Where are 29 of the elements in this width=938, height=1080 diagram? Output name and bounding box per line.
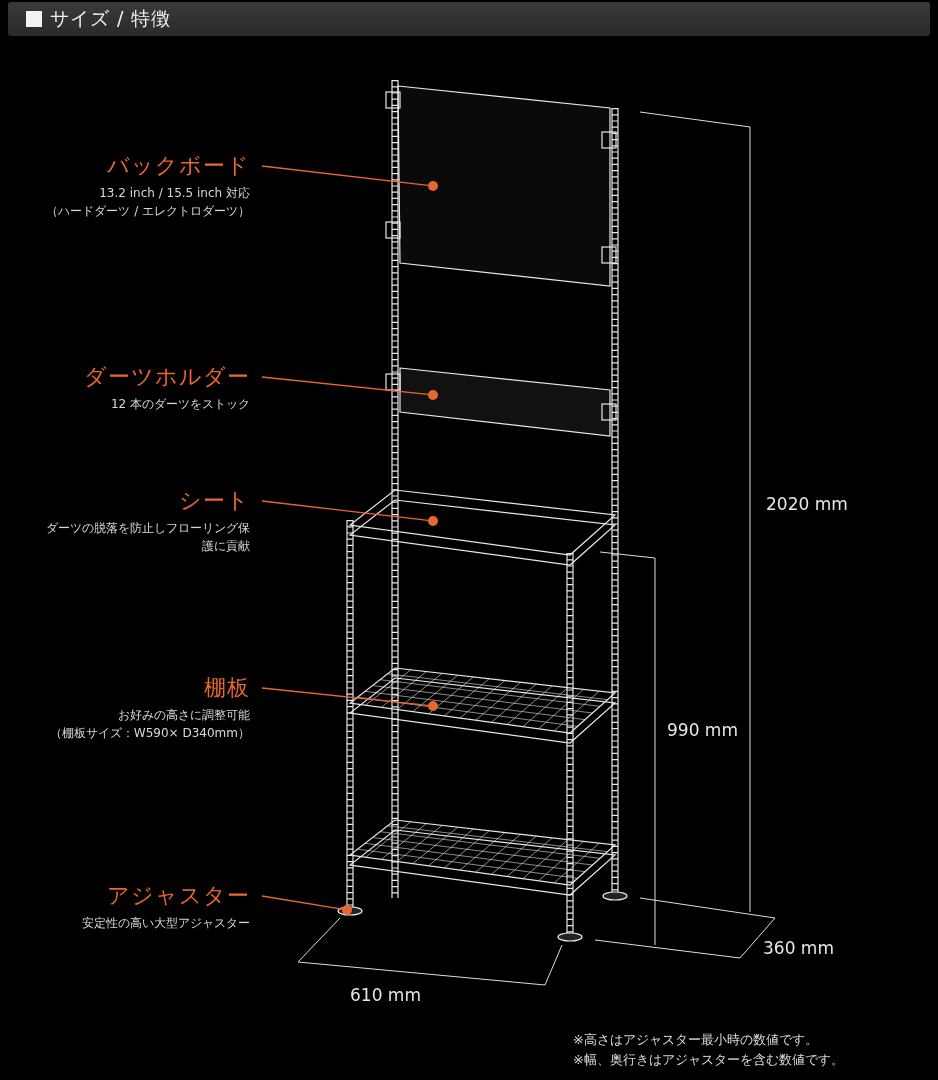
dimension-label: 610 mm	[350, 985, 421, 1005]
footnote: ※高さはアジャスター最小時の数値です。	[573, 1031, 818, 1049]
callout-description: ダーツの脱落を防止しフローリング保護に貢献	[45, 520, 250, 555]
callout-description: 安定性の高い大型アジャスター	[82, 915, 250, 932]
callout-description: （ハードダーツ / エレクトロダーツ）	[46, 203, 250, 220]
dimension-label: 2020 mm	[766, 494, 848, 514]
callout-description: 13.2 inch / 15.5 inch 対応	[99, 185, 250, 202]
marker-dot	[428, 181, 438, 191]
callout-heading: バックボード	[107, 152, 250, 180]
dimension-label: 360 mm	[763, 938, 834, 958]
marker-dot	[342, 905, 352, 915]
marker-dot	[428, 516, 438, 526]
callout-description: 12 本のダーツをストック	[110, 396, 250, 413]
callout-heading: アジャスター	[107, 882, 250, 910]
marker-dot	[428, 390, 438, 400]
leader-line	[261, 500, 429, 522]
leader-line	[261, 376, 429, 396]
leader-line	[261, 895, 343, 910]
callout-description: お好みの高さに調整可能	[118, 707, 250, 724]
callout-heading: 棚板	[204, 674, 250, 702]
section-title: サイズ / 特徴	[50, 6, 172, 31]
callout-heading: シート	[179, 487, 250, 515]
callout-heading: ダーツホルダー	[84, 363, 250, 391]
leader-line	[261, 165, 429, 187]
footnote: ※幅、奥行きはアジャスターを含む数値です。	[573, 1051, 844, 1069]
callout-description: （棚板サイズ：W590× D340mm）	[49, 725, 250, 742]
marker-dot	[428, 701, 438, 711]
leader-line	[261, 687, 429, 707]
dimension-label: 990 mm	[667, 720, 738, 740]
